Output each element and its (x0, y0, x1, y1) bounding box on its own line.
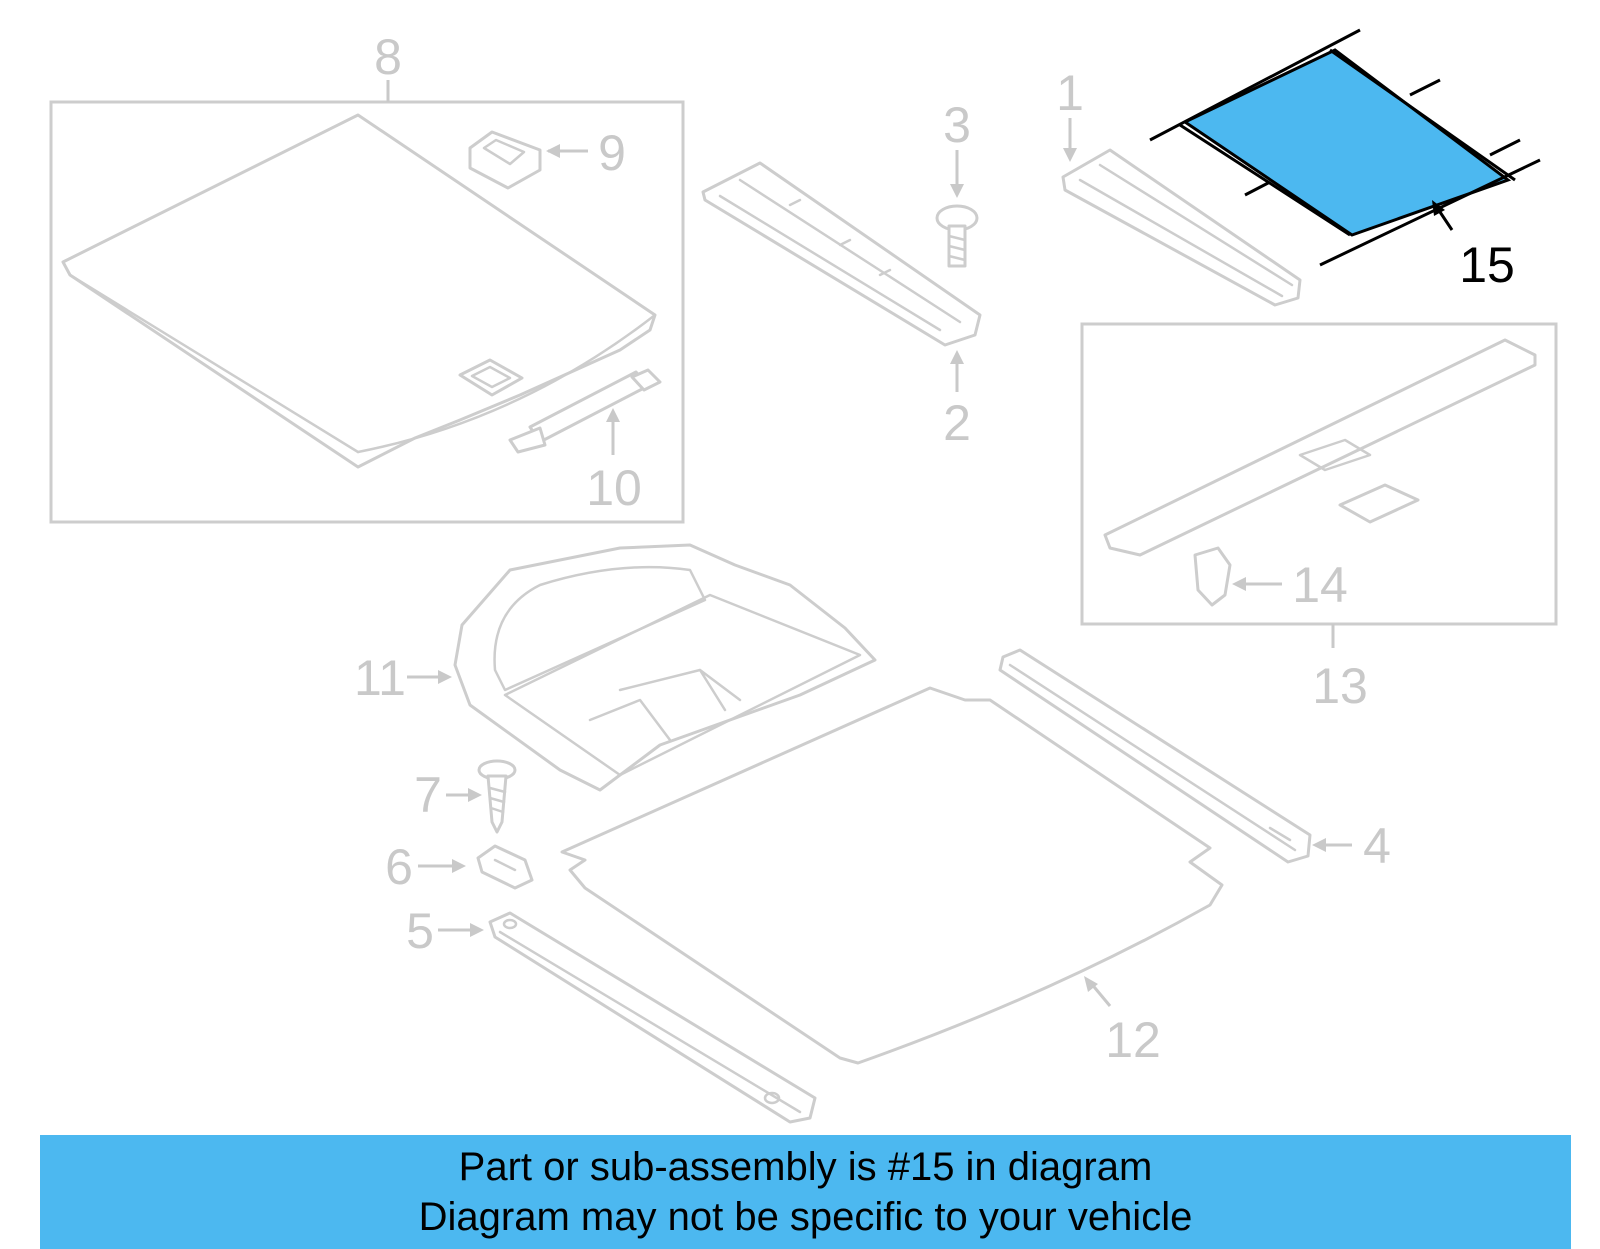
arrow-5 (470, 923, 484, 937)
part-9-clip (468, 130, 542, 190)
trim-panel-slot (1103, 438, 1372, 550)
floor-mat-outline (560, 686, 1224, 1065)
floor-cover-edge (68, 273, 360, 454)
part-7-screw[interactable] (446, 759, 517, 834)
part-12-floor-mat[interactable] (560, 686, 1224, 1065)
banner-line-2: Diagram may not be specific to your vehi… (418, 1195, 1193, 1239)
tray-inner-floor (503, 593, 862, 777)
part-6-clip[interactable] (418, 844, 534, 890)
part-15-cargo-net[interactable] (1149, 28, 1541, 267)
floor-cover-edge-front (356, 313, 657, 454)
callout-15[interactable]: 15 (1459, 237, 1515, 293)
arrow-14 (1232, 577, 1246, 591)
part-group-8[interactable] (49, 80, 685, 524)
callout-8[interactable]: 8 (374, 29, 402, 85)
arrow-9 (546, 144, 560, 158)
part-2-rail[interactable] (701, 161, 982, 392)
arrow-1 (1063, 148, 1077, 162)
arrow-7 (468, 788, 482, 802)
arrow-12 (1084, 976, 1098, 992)
trim-clip-pad (1338, 483, 1420, 524)
callout-5[interactable]: 5 (406, 903, 434, 959)
info-banner: Part or sub-assembly is #15 in diagram D… (40, 1135, 1571, 1249)
floor-cover-handle (458, 358, 524, 397)
part-14-clip (1193, 546, 1232, 607)
arrow-11 (438, 670, 452, 684)
callout-1[interactable]: 1 (1056, 65, 1084, 121)
part-group-13[interactable] (1080, 322, 1558, 648)
part-3-bolt[interactable] (935, 150, 979, 268)
part-10-strap (508, 368, 662, 454)
callout-14[interactable]: 14 (1292, 557, 1348, 613)
callout-4[interactable]: 4 (1363, 818, 1391, 874)
arrow-10 (606, 408, 620, 422)
callout-10[interactable]: 10 (586, 460, 642, 516)
tray-outline (453, 543, 877, 792)
banner-line-1: Part or sub-assembly is #15 in diagram (458, 1145, 1153, 1189)
callout-2[interactable]: 2 (943, 395, 971, 451)
arrow-2 (950, 350, 964, 364)
cargo-net-panel (1181, 48, 1512, 237)
arrow-15 (1432, 200, 1445, 216)
part-11-tray[interactable] (407, 543, 877, 792)
arrow-3 (950, 184, 964, 198)
part-1-rail[interactable] (1061, 118, 1302, 307)
tray-ribs (588, 668, 742, 742)
group-box-13 (1080, 322, 1558, 626)
callout-6[interactable]: 6 (385, 839, 413, 895)
callout-11[interactable]: 11 (354, 650, 406, 706)
part-4-rail[interactable] (998, 648, 1352, 864)
arrow-6 (452, 859, 466, 873)
cargo-net-straps (1149, 28, 1541, 267)
arrow-4 (1312, 838, 1326, 852)
part-5-rail[interactable] (438, 911, 817, 1124)
callout-3[interactable]: 3 (943, 97, 971, 153)
callout-7[interactable]: 7 (414, 767, 442, 823)
tray-semicircle-well (493, 565, 707, 692)
group-box-8 (49, 100, 685, 524)
callout-9[interactable]: 9 (598, 125, 626, 181)
callout-12[interactable]: 12 (1105, 1012, 1161, 1068)
callout-13[interactable]: 13 (1312, 658, 1368, 714)
